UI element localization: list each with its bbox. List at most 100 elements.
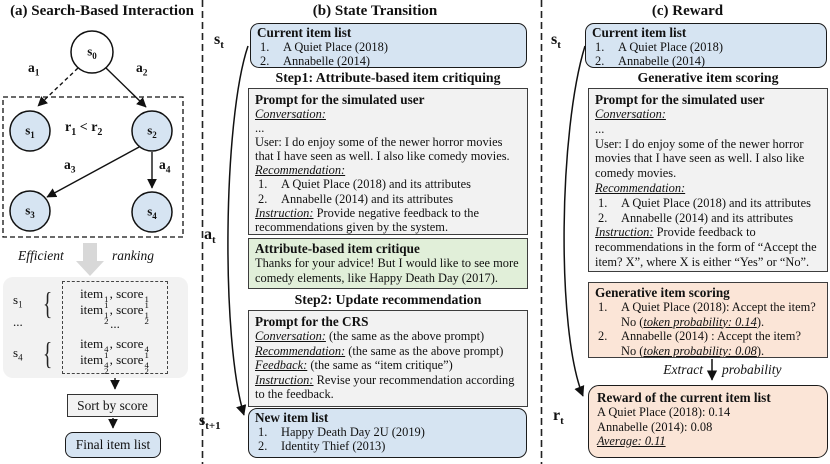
ranking-label: ranking	[112, 248, 154, 263]
table-row-label-s4: s4	[13, 345, 23, 363]
brace-s4: {	[43, 335, 53, 371]
table-row-label-dots: ...	[13, 314, 23, 329]
state-st-label-c: st	[551, 31, 561, 52]
new-item-list-title: New item list	[255, 410, 329, 425]
scoring-item-text: A Quiet Place (2018): Accept the item?No…	[621, 300, 816, 329]
ellipsis: ...	[255, 121, 265, 136]
table-row-label-s1: s1	[13, 292, 23, 310]
node-s2-label: s2	[147, 122, 157, 140]
node-s2-circle	[131, 110, 173, 152]
edge-a3-label: a3	[64, 157, 76, 176]
reward-curve-arrow	[563, 45, 586, 397]
prompt-crs-box: Prompt for the CRS Conversation: (the sa…	[248, 310, 528, 407]
state-st-label-b: st	[214, 31, 224, 52]
generative-scoring-header: Generative item scoring	[637, 70, 779, 85]
reward-line: A Quiet Place (2018): 0.14	[597, 405, 731, 419]
prompt-crs-title: Prompt for the CRS	[255, 314, 369, 329]
crs-row: Feedback: (the same as “item critique”)	[255, 358, 453, 373]
list-item: 1.Happy Death Day 2U (2019)	[258, 425, 425, 439]
node-s4-circle	[131, 191, 173, 233]
prompt-simulated-user-box-c: Prompt for the simulated user Conversati…	[588, 88, 828, 272]
list-item: 2.Identity Thief (2013)	[258, 439, 386, 453]
step1-header: Step1: Attribute-based item critiquing	[275, 70, 501, 85]
node-s3-circle	[9, 190, 51, 232]
current-item-list-box-c: Current item list 1.A Quiet Place (2018)…	[585, 23, 827, 68]
reward-box: Reward of the current item list A Quiet …	[588, 385, 828, 458]
node-s1-label: s1	[25, 122, 35, 140]
crs-row: Conversation: (the same as the above pro…	[255, 329, 485, 343]
node-s0-label: s0	[87, 43, 97, 61]
node-s0-circle	[70, 30, 114, 74]
crs-row: to the feedback.	[255, 387, 334, 402]
scoring-item: 1.A Quiet Place (2018): Accept the item?…	[598, 300, 816, 329]
edge-a4-label: a4	[159, 157, 171, 176]
prompt-title: Prompt for the simulated user	[255, 92, 425, 107]
generative-scoring-box: Generative item scoring 1.A Quiet Place …	[588, 282, 828, 358]
reward-inequality-label: r1 < r2	[65, 120, 103, 138]
edge-a1-label: a1	[28, 60, 40, 79]
instruction-line: recommendations given by the system.	[255, 219, 449, 234]
ellipsis: ...	[595, 121, 605, 136]
user-utterance-line: User: I do enjoy some of the newer horro…	[595, 136, 804, 151]
instruction-line: Instruction: Provide feedback to	[595, 225, 756, 240]
rec-item: 1.A Quiet Place (2018) and its attribute…	[598, 195, 811, 210]
crs-row: Instruction: Revise your recommendation …	[255, 372, 515, 387]
critique-line: Thanks for your advice! But I would like…	[255, 256, 519, 270]
brace-s1: {	[43, 285, 53, 321]
scoring-item: 2.Annabelle (2014) : Accept the item?No …	[598, 329, 801, 358]
current-item-list-title: Current item list	[592, 25, 687, 40]
prompt-simulated-user-box-b: Prompt for the simulated user Conversati…	[248, 88, 528, 235]
recommendation-label: Recommendation:	[255, 163, 346, 178]
rec-item: 2.Annabelle (2014) and its attributes	[258, 191, 454, 206]
panel-c-title: (c) Reward	[651, 3, 724, 19]
ranking-table-container	[3, 277, 188, 378]
critique-title: Attribute-based item critique	[255, 241, 420, 256]
user-utterance-line: User: I do enjoy some of the newer horro…	[255, 135, 503, 150]
reward-rt-label: rt	[553, 407, 564, 428]
state-st1-label: st+1	[199, 412, 221, 433]
panel-a-title: (a) Search-Based Interaction	[10, 3, 194, 19]
efficient-label: Efficient	[18, 248, 64, 263]
attribute-critique-box: Attribute-based item critique Thanks for…	[248, 238, 528, 289]
instruction-line: recommendations in the form of “Accept t…	[595, 240, 817, 255]
edge-a2-label: a2	[136, 60, 148, 79]
item-score-row-dots: ...	[110, 316, 120, 331]
rec-item: 2.Annabelle (2014) and its attributes	[598, 210, 794, 225]
current-item-list-box-b: Current item list 1.A Quiet Place (2018)…	[250, 23, 527, 68]
scoring-title: Generative item scoring	[595, 285, 730, 300]
reward-average: Average: 0.11	[597, 434, 666, 449]
probability-label: probability	[722, 362, 782, 377]
list-item: 2.Annabelle (2014)	[260, 54, 371, 68]
rec-item: 1.A Quiet Place (2018) and its attribute…	[258, 177, 471, 192]
list-item: 1.A Quiet Place (2018)	[260, 40, 388, 54]
panel-b-title: (b) State Transition	[312, 3, 438, 19]
edge-a1-arrow	[37, 67, 79, 107]
instruction-line: item? X”, where X is either “Yes” or “No…	[595, 254, 810, 269]
critique-line: comedy elements, like Happy Death Day (2…	[255, 270, 498, 285]
node-s4-label: s4	[147, 203, 157, 221]
edge-a2-arrow	[105, 67, 147, 108]
conversation-label: Conversation:	[595, 107, 666, 121]
reward-line: Annabelle (2014): 0.08	[597, 419, 713, 434]
efficient-ranking-thick-arrow	[76, 243, 104, 276]
prompt-title: Prompt for the simulated user	[595, 92, 765, 107]
node-s1-circle	[9, 110, 51, 152]
action-at-label: at	[204, 226, 216, 247]
extract-label: Extract	[663, 362, 703, 377]
user-utterance-line: movies that I have seen as well. I also …	[595, 151, 805, 166]
final-item-list-box: Final item list	[65, 432, 161, 458]
user-utterance-line: that I have seen as well. I also like co…	[255, 149, 510, 164]
item-score-dashed-box	[62, 281, 168, 374]
